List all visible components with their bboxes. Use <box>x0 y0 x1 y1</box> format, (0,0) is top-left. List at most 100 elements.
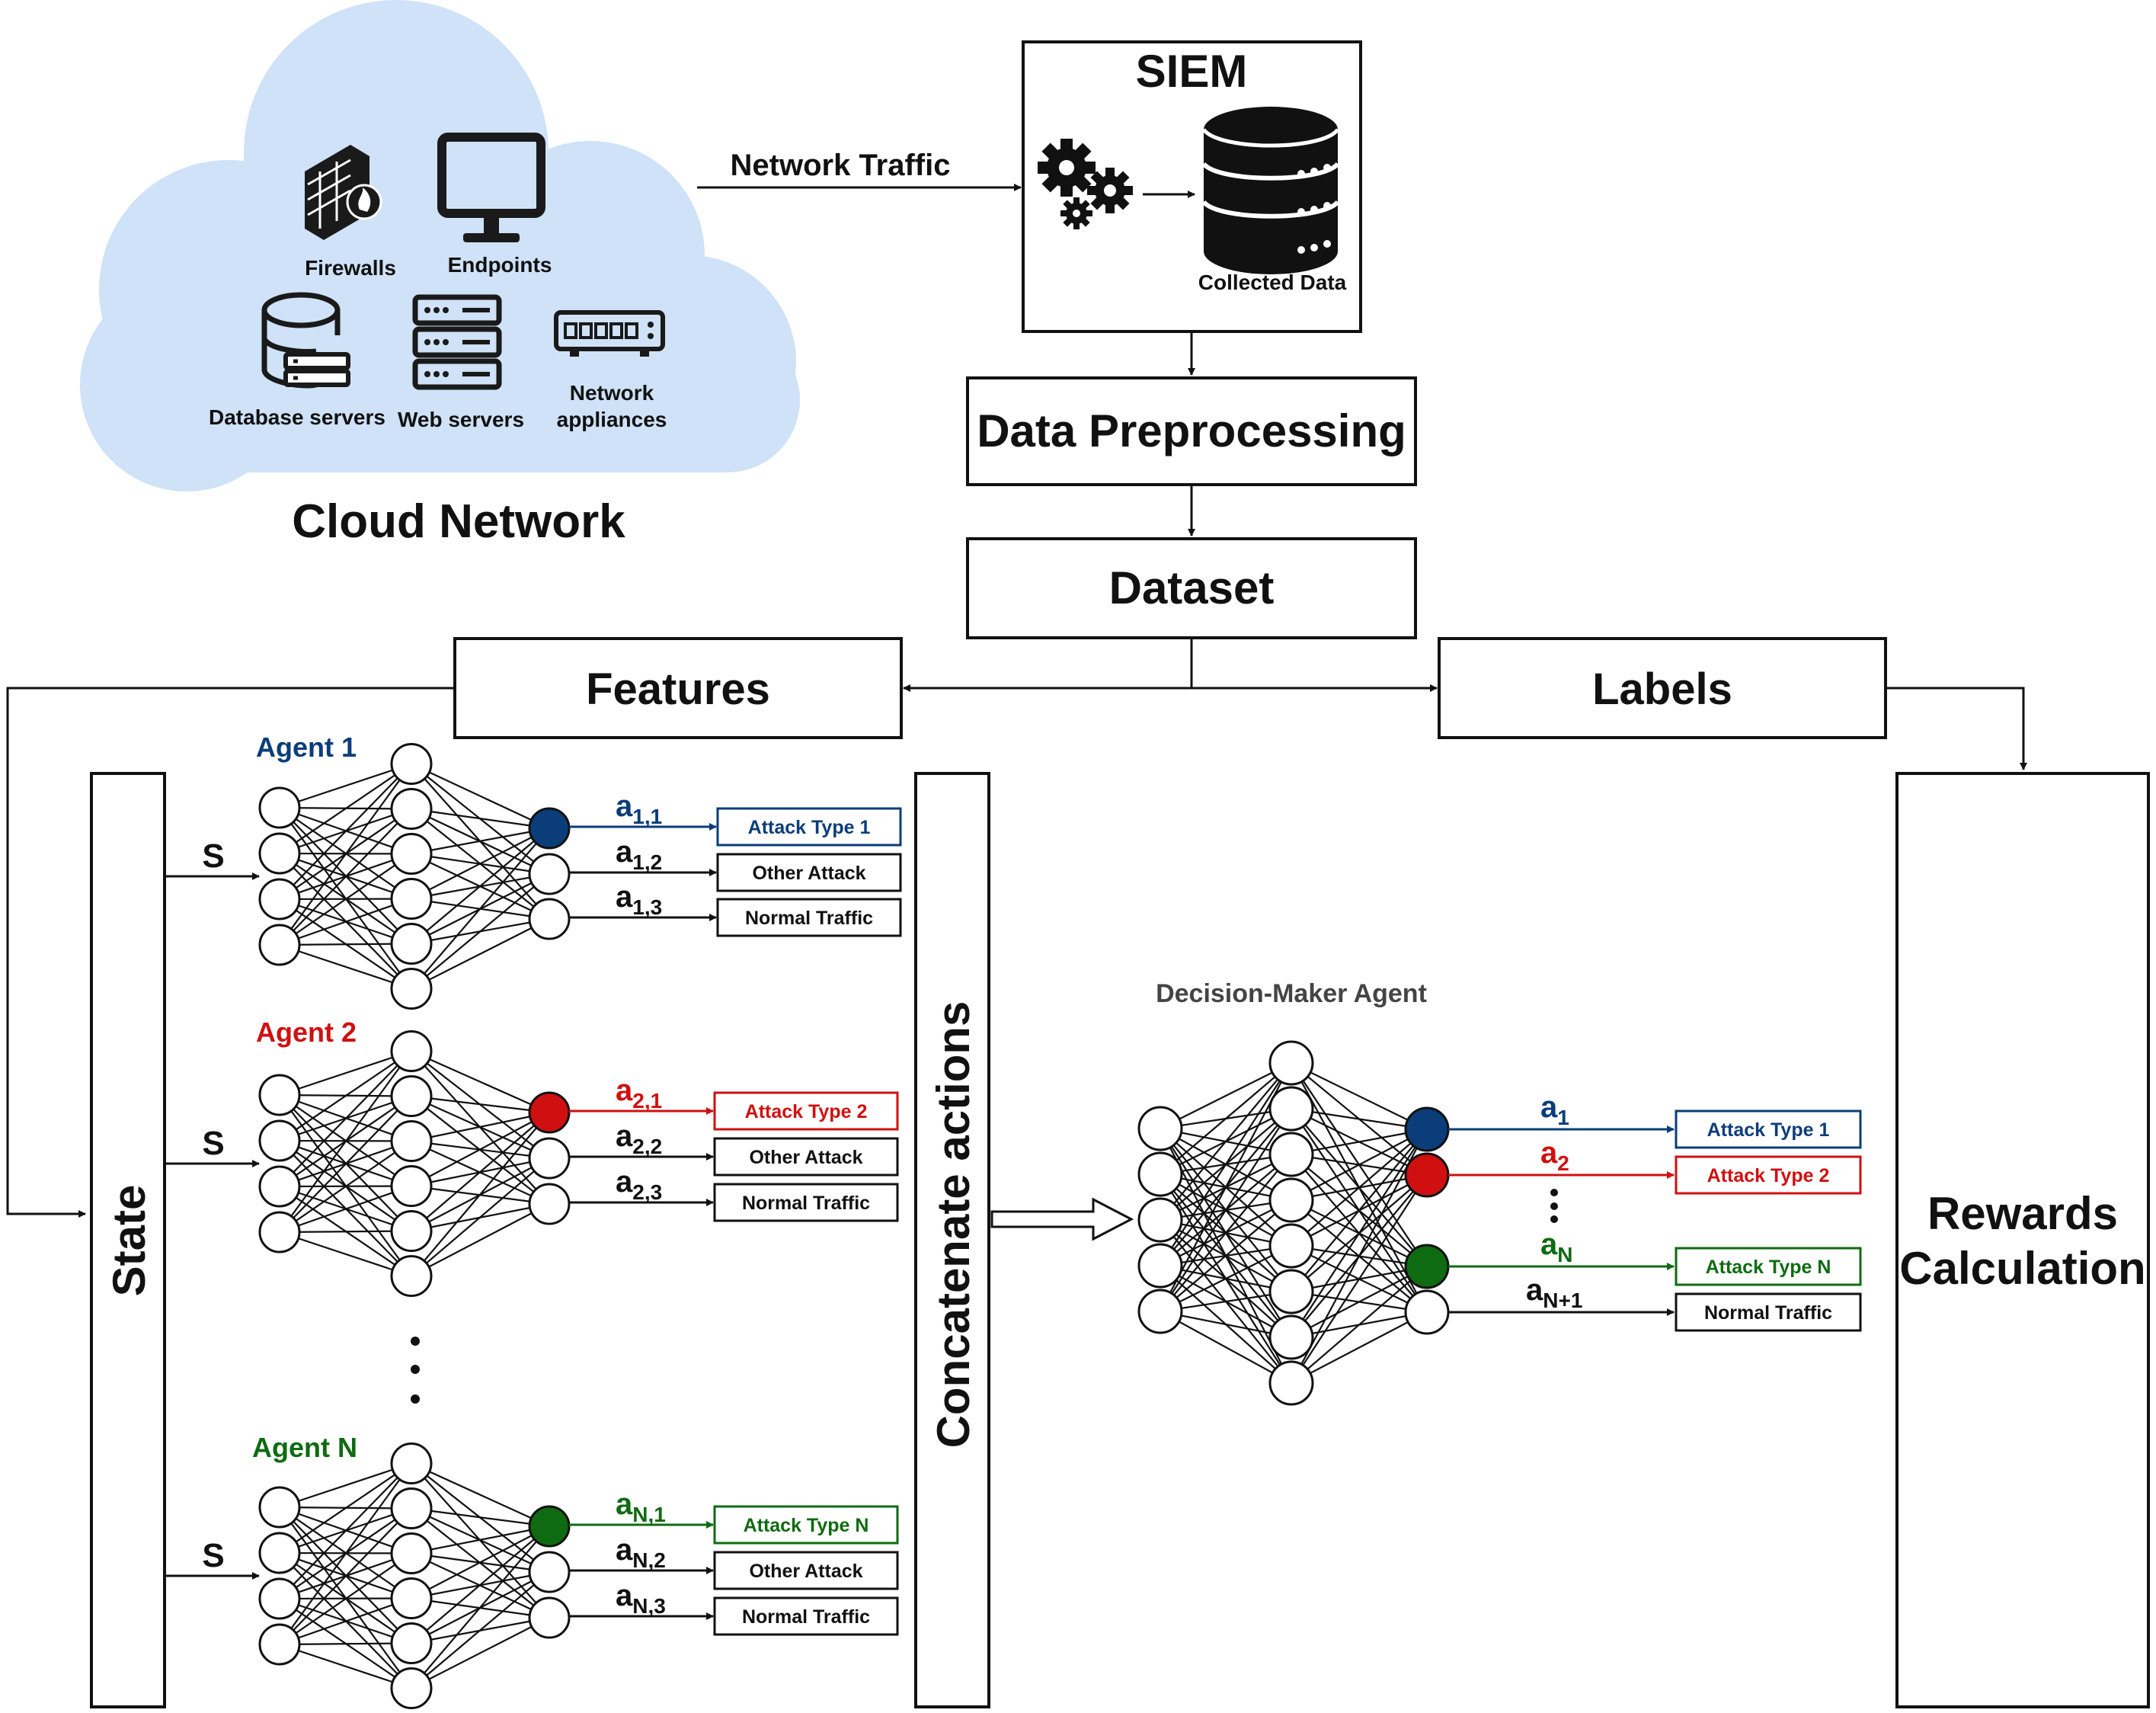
decision-maker-connection <box>1291 1107 1428 1131</box>
agent-1-action-label-base: a <box>616 835 633 869</box>
agent-1-name: Agent 1 <box>256 732 357 763</box>
agent-2-node <box>258 1165 301 1208</box>
agent-3-connection <box>279 1462 412 1509</box>
agent-3-node <box>258 1532 301 1574</box>
agent-2-node <box>258 1074 301 1116</box>
agent-1-node <box>390 878 433 920</box>
agent-2-output-node <box>528 1091 571 1134</box>
decision-maker-network <box>1137 1040 1450 1406</box>
agent-1-connection <box>279 943 412 946</box>
agent-3-output-box-label: Attack Type N <box>744 1515 869 1536</box>
agent-3-node <box>258 1623 301 1666</box>
network-appliances-label-1: Network <box>570 381 654 405</box>
agent-3-node <box>258 1486 301 1529</box>
decision-action-label: aN+1 <box>1526 1273 1582 1312</box>
decision-action-label-subscript: 2 <box>1557 1151 1569 1175</box>
preprocessing-box: Data Preprocessing <box>966 376 1417 486</box>
decision-maker-connection <box>1160 1062 1292 1175</box>
agents-ellipsis <box>411 1337 420 1404</box>
agent-2-connection <box>279 1050 412 1097</box>
agent-3-node <box>390 1442 433 1484</box>
decision-action-label: aN <box>1540 1228 1572 1266</box>
agent-3-output-box-frame <box>713 1505 899 1545</box>
agent-3-connection <box>411 1571 550 1689</box>
firewall-icon <box>305 145 382 240</box>
agent-3-action-label-subscript: N,1 <box>632 1503 666 1526</box>
agent-1-output-box-label: Attack Type 1 <box>748 817 871 838</box>
decision-action-label-base: a <box>1540 1090 1558 1124</box>
agent-2-connection <box>279 1050 412 1187</box>
agent-3-connection <box>279 1597 412 1646</box>
agent-1-action-label: a1,1 <box>616 789 662 828</box>
agent-3-output-box-frame <box>713 1596 899 1636</box>
agent-2-connection <box>279 1050 412 1141</box>
agent-3-node <box>390 1487 433 1529</box>
decision-maker-connection <box>1291 1266 1428 1338</box>
agent-1-output-node <box>528 898 571 940</box>
decision-maker-node <box>1268 1314 1314 1360</box>
database-icon <box>1201 107 1340 274</box>
agent-1-node <box>258 924 301 966</box>
agent-1-connection <box>279 763 412 809</box>
decision-maker-connection <box>1291 1128 1428 1156</box>
decision-maker-connection <box>1291 1174 1428 1384</box>
agent-2-action-label: a2,2 <box>616 1119 662 1158</box>
agent-3-action-label-base: a <box>616 1533 633 1567</box>
agent-3-name: Agent N <box>252 1432 357 1463</box>
agent-3-connection <box>279 1552 412 1645</box>
agent-1-node <box>390 743 433 785</box>
agent-2-output-box-label: Attack Type 2 <box>745 1101 868 1122</box>
cloud-network-title: Cloud Network <box>292 495 625 548</box>
agent-3-output-box-frame <box>713 1551 899 1590</box>
agent-2-output-box: Normal Traffic <box>713 1183 899 1222</box>
features-to-state-arrow <box>6 687 455 1218</box>
decision-action-label-base: a <box>1526 1273 1543 1307</box>
agent-1-connection <box>279 763 412 854</box>
agent-2-node <box>390 1120 433 1162</box>
agent-3-connection <box>411 1526 550 1599</box>
decision-maker-connection <box>1160 1062 1292 1221</box>
agent-2-action-label-subscript: 2,2 <box>632 1135 662 1158</box>
decision-output-box: Attack Type N <box>1675 1247 1862 1286</box>
web-server-icon <box>412 294 502 390</box>
agent-3-output-node <box>528 1505 571 1548</box>
agent-3-connection <box>279 1462 412 1554</box>
agent-3-connection <box>411 1462 550 1528</box>
agent-2-connection <box>411 1112 550 1277</box>
agent-3-node <box>390 1532 433 1574</box>
agent-3-action-label-base: a <box>616 1487 633 1521</box>
state-box: State <box>90 772 166 1708</box>
agent-1-connection <box>279 943 412 990</box>
agent-1-output-box-label: Normal Traffic <box>745 908 873 929</box>
decision-output-box-frame <box>1675 1155 1862 1195</box>
network-appliances-label-2: appliances <box>557 408 667 431</box>
agent-1-action-label-subscript: 1,3 <box>632 895 662 919</box>
agent-2-node <box>390 1165 433 1207</box>
agent-1-output-box-frame <box>716 807 902 847</box>
decision-output-box-frame <box>1675 1109 1862 1149</box>
agent-1-connection <box>279 898 412 946</box>
siem-box: SIEM <box>1022 40 1362 333</box>
agent-3-connection <box>411 1526 550 1644</box>
agent-2-output-node <box>528 1183 571 1225</box>
agent-3-output-box: Normal Traffic <box>713 1596 899 1636</box>
decision-maker-node <box>1268 1177 1314 1223</box>
decision-action-label-base: a <box>1540 1136 1558 1170</box>
decision-maker-connection <box>1291 1129 1428 1338</box>
decision-action-label-subscript: N <box>1557 1243 1572 1266</box>
decision-action-label: a2 <box>1540 1136 1569 1175</box>
gears-icon <box>1038 139 1133 229</box>
siem-title: SIEM <box>1136 46 1248 97</box>
agent-1-state-symbol: S <box>202 837 224 875</box>
cloud-network: Firewalls Endpoints Database servers <box>80 0 800 548</box>
agent-1-connection <box>411 918 550 990</box>
decision-action-label-subscript: 1 <box>1557 1106 1569 1129</box>
rewards-label-2: Calculation <box>1899 1243 2145 1294</box>
network-traffic-label: Network Traffic <box>731 149 951 182</box>
agent-2-action-label-base: a <box>616 1074 633 1107</box>
agent-2-connection <box>279 1140 412 1233</box>
agent-2-output-box-frame <box>713 1183 899 1222</box>
decision-output-box-label: Attack Type 1 <box>1707 1119 1830 1141</box>
decision-maker-connection <box>1160 1245 1292 1312</box>
